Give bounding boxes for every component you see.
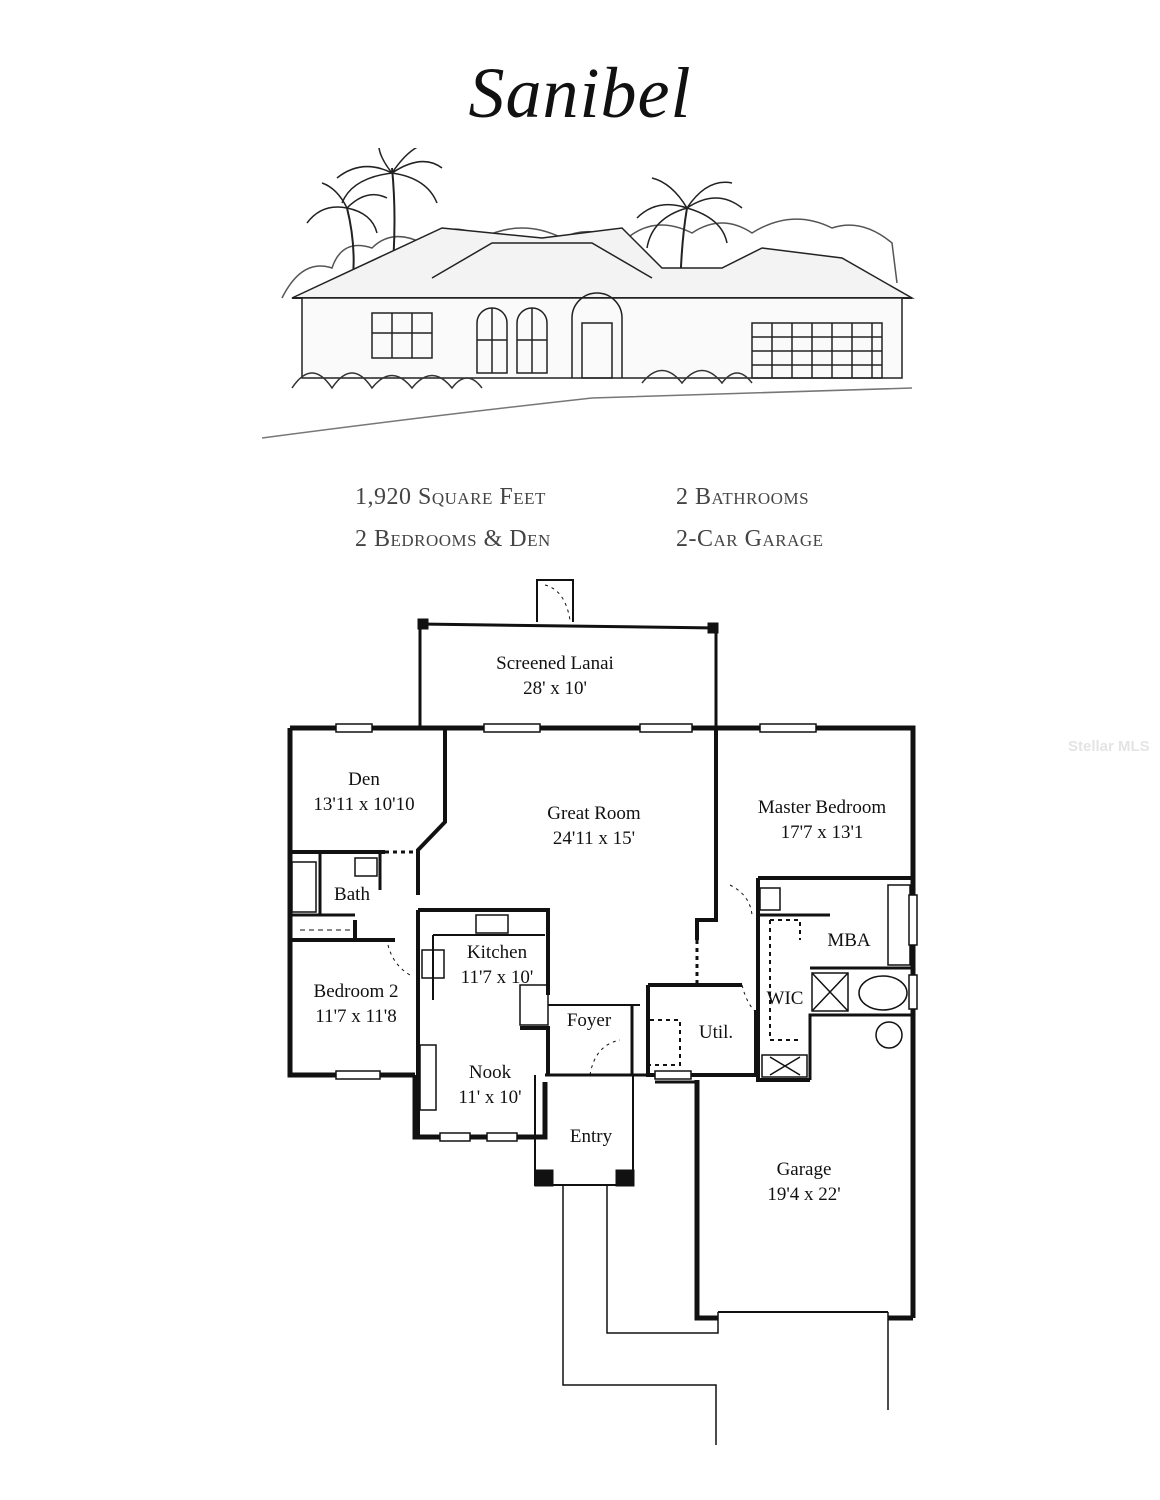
- spec-bedrooms: 2 Bedrooms & Den: [355, 526, 551, 552]
- room-mba: MBA: [827, 930, 871, 951]
- room-bedroom-2: Bedroom 2 11'7 x 11'8: [313, 981, 399, 1027]
- room-screened-lanai: Screened Lanai 28' x 10': [496, 653, 614, 699]
- room-entry: Entry: [569, 1126, 613, 1147]
- room-nook: Nook 11' x 10': [458, 1062, 522, 1108]
- room-wic: WIC: [766, 988, 804, 1009]
- room-master-bedroom: Master Bedroom 17'7 x 13'1: [757, 797, 887, 843]
- plan-title: Sanibel: [468, 53, 692, 133]
- house-elevation-illustration: [262, 148, 915, 439]
- room-bath: Bath: [334, 884, 370, 905]
- spec-square-feet: 1,920 Square Feet: [355, 484, 546, 510]
- room-garage: Garage 19'4 x 22': [767, 1159, 841, 1205]
- room-foyer: Foyer: [566, 1010, 612, 1031]
- room-great-room: Great Room 24'11 x 15': [547, 803, 641, 849]
- room-den: Den 13'11 x 10'10: [313, 769, 415, 815]
- room-kitchen: Kitchen 11'7 x 10': [460, 942, 534, 988]
- watermark: Stellar MLS: [1068, 738, 1150, 755]
- spec-bathrooms: 2 Bathrooms: [676, 484, 810, 510]
- specs-right: 2 Bathrooms 2-Car Garage: [676, 476, 824, 560]
- specs-left: 1,920 Square Feet 2 Bedrooms & Den: [355, 476, 551, 560]
- room-util: Util.: [698, 1022, 734, 1043]
- spec-garage: 2-Car Garage: [676, 526, 824, 552]
